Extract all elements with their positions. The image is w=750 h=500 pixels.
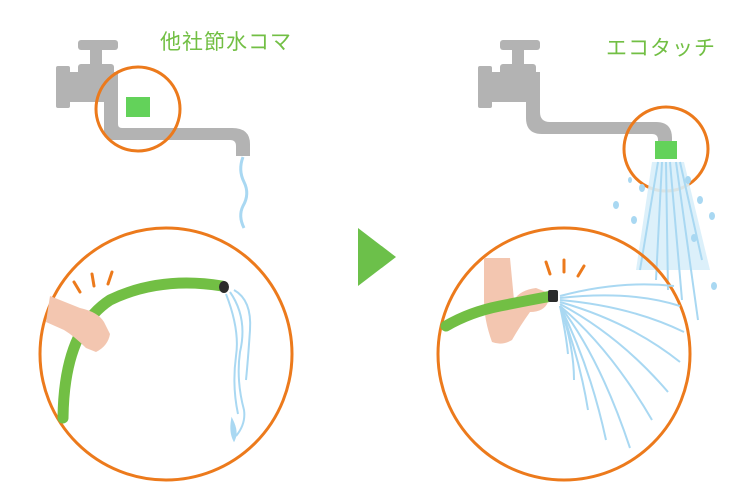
- left-faucet-icon: [56, 40, 250, 156]
- label-other-brand: 他社節水コマ: [160, 30, 292, 54]
- left-thin-water-icon: [239, 156, 249, 229]
- right-arrow-icon: [358, 228, 396, 286]
- left-hand-icon: [46, 296, 110, 352]
- left-spark-lines: [72, 270, 114, 294]
- right-fan-spray-icon: [559, 283, 685, 449]
- right-hose-circle: [436, 226, 692, 482]
- left-valve-part: [126, 97, 150, 117]
- right-spray-water-icon: [613, 161, 717, 321]
- left-dripping-water-icon: [225, 289, 252, 443]
- right-faucet-icon: [478, 40, 672, 142]
- right-hose-icon: [440, 290, 558, 332]
- label-ecotouch: エコタッチ: [606, 36, 716, 60]
- right-spark-lines: [544, 258, 586, 278]
- right-ecotouch-part: [655, 141, 677, 159]
- left-valve-highlight-circle: [94, 65, 182, 153]
- left-hose-circle: [38, 226, 294, 482]
- left-hose-icon: [57, 277, 229, 424]
